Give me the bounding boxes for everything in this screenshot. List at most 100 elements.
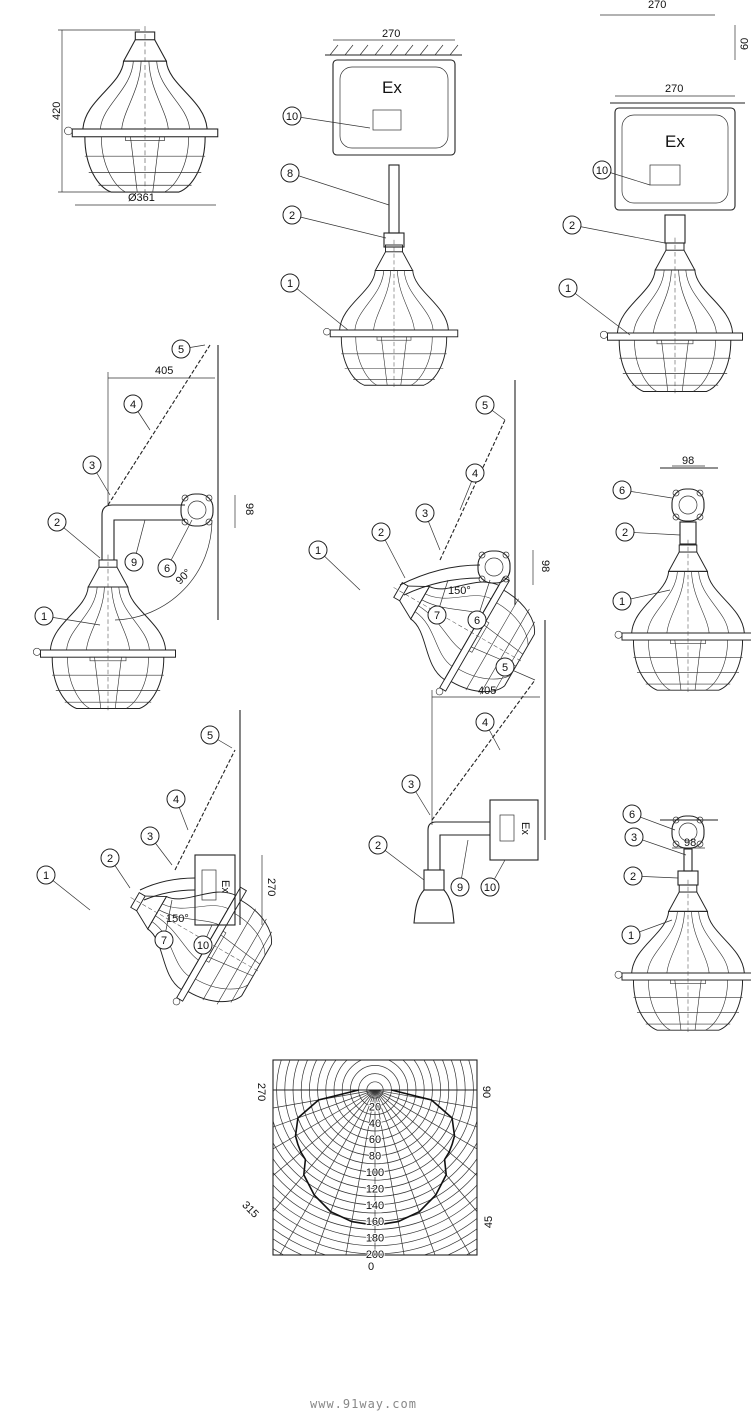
callout-number: 6	[474, 615, 480, 627]
grid-spoke	[273, 1089, 376, 1176]
grid-spoke	[345, 1089, 376, 1255]
callout-bottom_center: 5	[495, 657, 536, 681]
callout-number: 10	[596, 165, 608, 177]
width-dimension: 270	[382, 28, 400, 40]
callout-bottom_right: 2	[623, 866, 679, 886]
diameter-dimension: Ø361	[128, 192, 155, 204]
box-dimension: 98	[539, 560, 551, 572]
angle-label: 45	[483, 1216, 495, 1228]
callout-number: 8	[287, 168, 293, 180]
callout-mid_right: 2	[615, 522, 681, 542]
grid-spoke	[374, 1089, 436, 1255]
angle-label: 90	[480, 1086, 492, 1098]
callout-number: 10	[286, 111, 298, 123]
callout-top_middle: 8	[280, 163, 390, 206]
callout-number: 1	[315, 545, 321, 557]
callout-number: 1	[628, 930, 634, 942]
callout-bottom_left: 10	[193, 924, 213, 955]
callout-mid_left: 6	[157, 519, 193, 578]
chart-frame	[272, 1059, 478, 1256]
callout-mid_center: 5	[475, 395, 506, 421]
grid-spoke	[273, 1089, 376, 1128]
callout-number: 3	[422, 508, 428, 520]
callout-number: 2	[378, 527, 384, 539]
callout-number: 7	[434, 610, 440, 622]
view-wall-box-90: 405 Ex	[413, 620, 546, 924]
radial-tick-label: 60	[369, 1134, 381, 1146]
radial-tick-label: 120	[366, 1183, 384, 1195]
callout-bottom_left: 3	[140, 826, 173, 866]
callout-number: 2	[630, 871, 636, 883]
view-pendant-box: 98	[614, 455, 751, 696]
grid-spoke	[374, 1089, 471, 1255]
callout-bottom_center: 10	[480, 859, 506, 897]
callout-bottom_right: 1	[621, 919, 673, 945]
callout-mid_center: 2	[371, 522, 406, 579]
callout-top_right: 10	[592, 160, 651, 186]
height-dimension: 60	[739, 38, 751, 50]
box-dimension: 98	[684, 837, 696, 849]
callout-bottom_left: 2	[100, 848, 131, 889]
callout-number: 10	[484, 882, 496, 894]
view-wall-box-150: Ex 270 150°	[94, 710, 293, 1034]
width-dimension: 270	[665, 83, 683, 95]
angle-label: 0	[368, 1261, 374, 1273]
callout-bottom_left: 1	[36, 865, 91, 911]
callout-mid_left: 1	[34, 606, 101, 626]
radial-tick-label: 200	[366, 1249, 384, 1261]
callout-number: 3	[147, 831, 153, 843]
callout-number: 1	[565, 283, 571, 295]
callout-bottom_center: 9	[450, 839, 470, 897]
callout-mid_right: 1	[612, 589, 671, 611]
callout-number: 2	[375, 840, 381, 852]
callout-number: 2	[54, 517, 60, 529]
radial-tick-label: 100	[366, 1167, 384, 1179]
callout-mid_left: 9	[124, 519, 146, 572]
callout-bottom_left: 7	[154, 899, 174, 950]
callout-mid_center: 1	[308, 540, 361, 591]
callout-number: 1	[41, 611, 47, 623]
callout-number: 9	[131, 557, 137, 569]
callout-top_middle: 10	[282, 106, 371, 129]
view-ceiling-box-direct: 270 60 270 Ex	[599, 0, 751, 397]
box-dimension: 270	[265, 878, 277, 896]
ex-mark: Ex	[219, 880, 231, 893]
box-dimension: 98	[243, 503, 255, 515]
grid-spoke	[374, 1089, 477, 1212]
callout-number: 10	[197, 940, 209, 952]
callout-bottom_left: 4	[166, 789, 189, 831]
callout-number: 1	[287, 278, 293, 290]
callout-mid_left: 2	[47, 512, 101, 559]
radial-tick-label: 20	[369, 1101, 381, 1113]
callout-number: 6	[619, 485, 625, 497]
callout-number: 2	[107, 853, 113, 865]
callout-mid_center: 7	[427, 579, 449, 625]
callout-number: 4	[482, 717, 488, 729]
angle-label: 150°	[448, 585, 471, 597]
ex-mark: Ex	[382, 78, 402, 97]
angle-label: 150°	[166, 913, 189, 925]
view-wall-bracket-150: 98 150°	[357, 380, 556, 724]
ex-mark: Ex	[665, 132, 685, 151]
angle-label: 90°	[174, 567, 194, 587]
angle-label: 315	[239, 1199, 260, 1220]
callout-number: 1	[43, 870, 49, 882]
callout-bottom_center: 3	[401, 774, 431, 816]
grid-spoke	[374, 1089, 477, 1150]
callout-mid_center: 4	[459, 463, 485, 511]
callout-mid_center: 6	[467, 579, 491, 630]
view-wall-bracket-90: 405 98 90°	[32, 344, 255, 714]
callout-number: 5	[178, 344, 184, 356]
callout-top_right: 1	[558, 278, 631, 336]
grid-spoke	[273, 1089, 376, 1150]
callout-number: 3	[631, 832, 637, 844]
grid-spoke	[374, 1089, 477, 1176]
watermark: www.91way.com	[310, 1397, 417, 1411]
grid-spoke	[273, 1089, 376, 1212]
radial-tick-label: 160	[366, 1216, 384, 1228]
callout-mid_center: 3	[415, 503, 441, 551]
callout-mid_left: 3	[82, 455, 111, 496]
callout-bottom_center: 2	[368, 835, 425, 881]
view-ceiling-box-pipe: 270 Ex	[322, 28, 462, 390]
